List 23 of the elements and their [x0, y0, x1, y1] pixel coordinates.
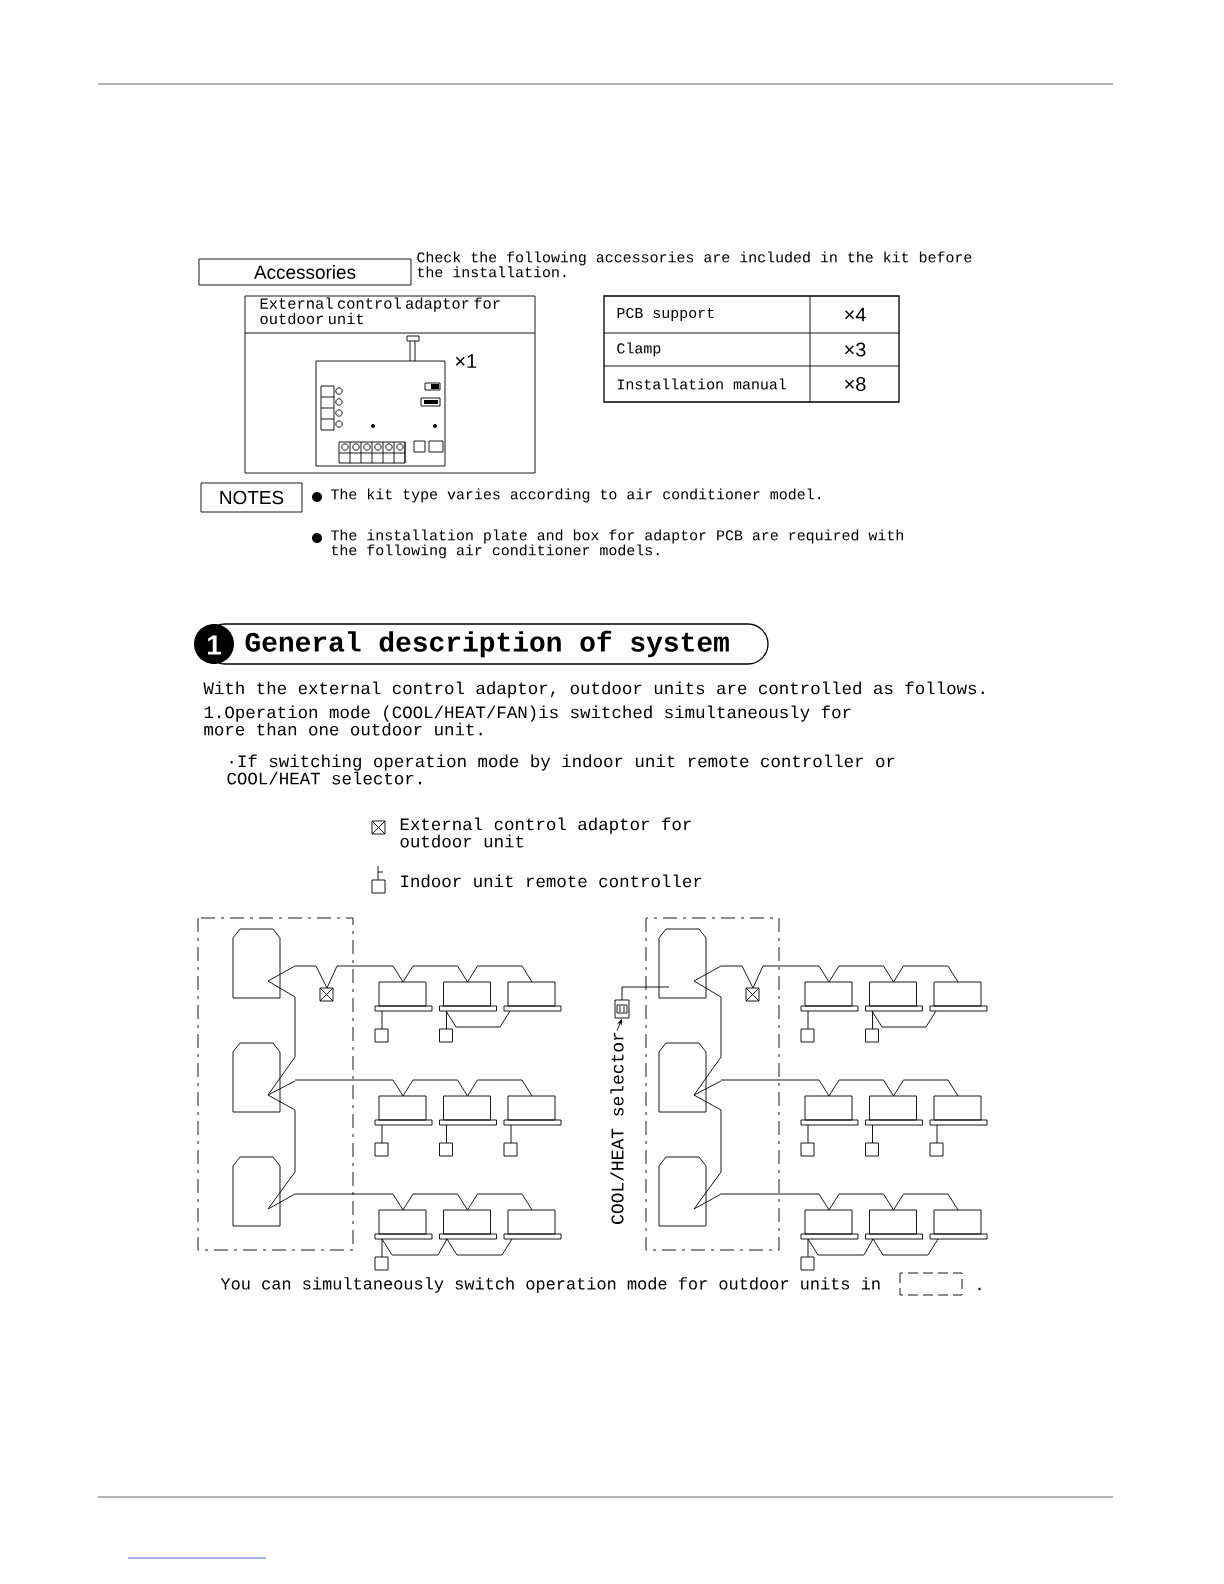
accessory-box: External control adaptor for outdoor unit ×1 [244, 295, 536, 474]
section-heading: 1 General description of system [194, 623, 769, 665]
table-cell: Clamp [617, 342, 661, 357]
table-cell: ×3 [845, 342, 866, 357]
heading-box: NOTES [200, 482, 303, 513]
legend-text: External control adaptor for outdoor unit [400, 817, 691, 848]
body-text: ·If switching operation mode by indoor unit remote controller or COOL/HEAT selector. [227, 754, 895, 785]
note-text: The kit type varies according to air conditioner model. [331, 488, 820, 503]
arrow [616, 1019, 622, 1032]
instruction-text: Check the following accessories are included in the kit before the installation. [417, 251, 972, 278]
table-cell: ×8 [845, 376, 866, 392]
heading-box: Accessories [198, 258, 412, 286]
table-cell: PCB support [617, 307, 714, 322]
selector-label: COOL/HEAT selector [610, 1032, 624, 1224]
table-cell: Installation manual [617, 378, 786, 390]
period: . [978, 1287, 981, 1291]
legend-text: Indoor unit remote controller [401, 874, 702, 888]
note-text: The installation plate and box for adaptor PCB are required with the following air conditioner models. [331, 529, 903, 559]
conclusion-text: You can simultaneously switch operation mode for outdoor units in [220, 1277, 880, 1293]
body-text: 1.Operation mode (COOL/HEAT/FAN)is switched simultaneously for more than one outdoor unit. [204, 705, 851, 736]
table-cell: ×4 [845, 307, 866, 322]
selector-box [614, 999, 630, 1019]
body-text: With the external control adaptor, outdoor units are controlled as follows. [203, 681, 984, 698]
